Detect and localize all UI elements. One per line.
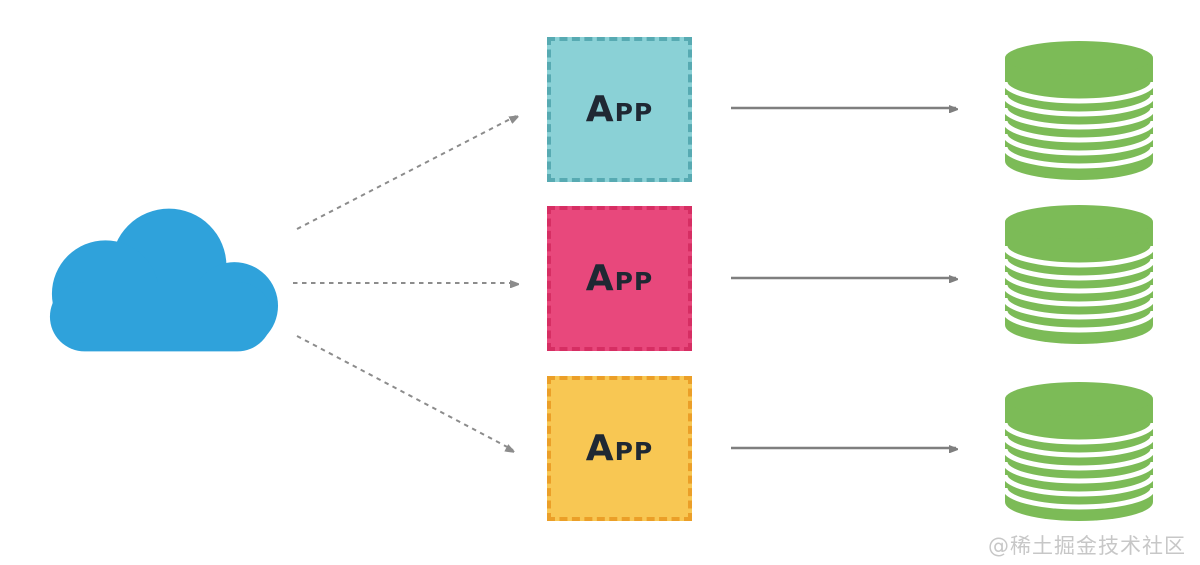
database-icon-1	[1002, 41, 1156, 180]
cloud-icon	[49, 208, 279, 352]
watermark-text: @稀土掘金技术社区	[988, 534, 1186, 558]
database-icon-2	[1002, 205, 1156, 344]
dashed-arrow-cloud-to-app3	[296, 335, 513, 450]
app-label-3: App	[585, 427, 654, 469]
app-box-1: App	[547, 37, 692, 182]
app-box-3: App	[547, 376, 692, 521]
app-label-1: App	[585, 88, 654, 130]
app-label-2: App	[585, 257, 654, 299]
dashed-arrow-cloud-to-app1	[296, 115, 516, 230]
database-icon-3	[1002, 382, 1156, 521]
app-box-2: App	[547, 206, 692, 351]
